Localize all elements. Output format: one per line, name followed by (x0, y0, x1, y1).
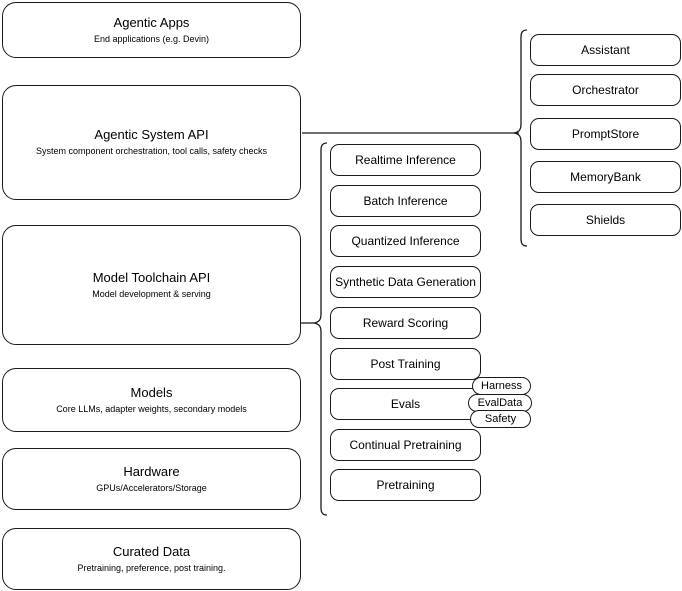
item-label: Reward Scoring (362, 316, 449, 330)
layer-agentic-system-api[interactable]: Agentic System API System component orch… (2, 85, 301, 200)
item-label: Pretraining (376, 478, 435, 492)
system-item-assistant[interactable]: Assistant (530, 34, 681, 66)
item-label: Assistant (581, 43, 630, 57)
item-label: MemoryBank (570, 170, 641, 184)
system-item-shields[interactable]: Shields (530, 204, 681, 236)
system-item-orchestrator[interactable]: Orchestrator (530, 74, 681, 106)
item-label: Continual Pretraining (349, 438, 462, 452)
layer-subtitle: System component orchestration, tool cal… (35, 146, 268, 156)
layer-subtitle: Core LLMs, adapter weights, secondary mo… (56, 403, 247, 414)
toolchain-components-brace (313, 142, 328, 516)
layer-agentic-apps[interactable]: Agentic Apps End applications (e.g. Devi… (2, 2, 301, 58)
layer-title: Hardware (123, 463, 180, 479)
layer-title: Curated Data (112, 543, 191, 559)
layer-title: Agentic System API (94, 127, 209, 142)
item-label: Quantized Inference (351, 234, 460, 248)
layer-title: Agentic Apps (113, 14, 190, 30)
layer-models[interactable]: Models Core LLMs, adapter weights, secon… (2, 368, 301, 432)
system-components-brace (513, 29, 528, 247)
item-label: Synthetic Data Generation (335, 275, 476, 289)
toolchain-item-quantized-inference[interactable]: Quantized Inference (330, 225, 481, 257)
layer-hardware[interactable]: Hardware GPUs/Accelerators/Storage (2, 448, 301, 510)
layer-subtitle: GPUs/Accelerators/Storage (96, 482, 207, 493)
item-label: Evals (390, 397, 421, 411)
item-label: Orchestrator (572, 83, 639, 97)
badge-label: Harness (481, 380, 522, 392)
layer-title: Model Toolchain API (92, 269, 211, 285)
toolchain-item-realtime-inference[interactable]: Realtime Inference (330, 144, 481, 176)
layer-subtitle: Pretraining, preference, post training. (77, 562, 226, 573)
toolchain-item-synthetic-data-generation[interactable]: Synthetic Data Generation (330, 266, 481, 298)
system-item-promptstore[interactable]: PromptStore (530, 118, 681, 150)
toolchain-item-reward-scoring[interactable]: Reward Scoring (330, 307, 481, 339)
layer-model-toolchain-api[interactable]: Model Toolchain API Model development & … (2, 225, 301, 345)
item-label: Shields (585, 213, 626, 227)
layer-title: Models (130, 384, 173, 400)
item-label: PromptStore (571, 127, 640, 141)
toolchain-item-evals[interactable]: Evals (330, 388, 481, 420)
toolchain-item-post-training[interactable]: Post Training (330, 348, 481, 380)
item-label: Batch Inference (363, 194, 448, 208)
system-item-memorybank[interactable]: MemoryBank (530, 161, 681, 193)
badge-label: EvalData (477, 397, 523, 409)
eval-badge-safety[interactable]: Safety (470, 410, 531, 428)
toolchain-item-batch-inference[interactable]: Batch Inference (330, 185, 481, 217)
eval-badge-harness[interactable]: Harness (472, 377, 531, 395)
layer-subtitle: End applications (e.g. Devin) (93, 33, 210, 44)
badge-label: Safety (484, 413, 517, 425)
toolchain-item-continual-pretraining[interactable]: Continual Pretraining (330, 429, 481, 461)
layer-subtitle: Model development & serving (92, 288, 211, 299)
item-label: Post Training (370, 357, 441, 371)
layer-curated-data[interactable]: Curated Data Pretraining, preference, po… (2, 528, 301, 590)
item-label: Realtime Inference (355, 153, 456, 167)
toolchain-item-pretraining[interactable]: Pretraining (330, 469, 481, 501)
